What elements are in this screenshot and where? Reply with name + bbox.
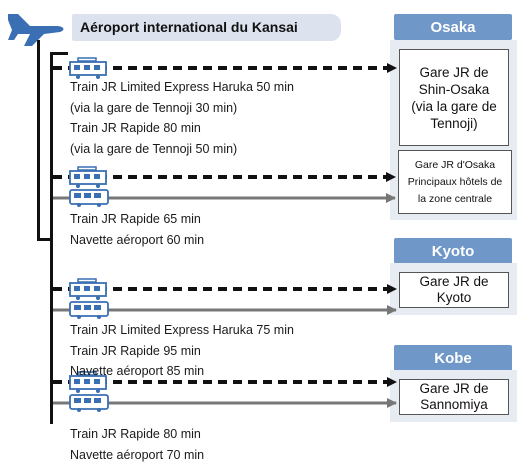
route-line: Train JR Rapide 95 min xyxy=(70,343,201,358)
route-line: Navette aéroport 85 min xyxy=(70,364,205,378)
trunk-vertical xyxy=(37,40,40,241)
city-header-osaka: Osaka xyxy=(394,14,512,40)
train-icon xyxy=(69,278,107,300)
dest-line: Gare JR d'Osaka xyxy=(414,158,496,171)
dest-line: Kyoto xyxy=(436,290,472,305)
dest-line: Tennoji) xyxy=(430,115,478,131)
branch-vertical xyxy=(50,52,53,424)
dest-line: Gare JR de xyxy=(419,64,489,80)
dest-line: Shin-Osaka xyxy=(418,81,490,97)
train-icon xyxy=(69,57,107,79)
dest-line: Principaux hôtels de xyxy=(407,175,503,188)
origin-name: Aéroport international du Kansai xyxy=(80,19,298,35)
dest-line: (via la gare de xyxy=(411,98,497,114)
origin-tab xyxy=(72,14,341,41)
branch-top xyxy=(50,52,68,55)
trunk-horizontal xyxy=(37,238,53,241)
route-line: (via la gare de Tennoji 50 min) xyxy=(70,141,238,156)
route-text-4: Train JR Rapide 80 min Navette aéroport … xyxy=(70,424,204,465)
route-line: (via la gare de Tennoji 30 min) xyxy=(70,100,238,115)
dest-line: la zone centrale xyxy=(417,192,493,205)
route-line: Train JR Limited Express Haruka 50 min xyxy=(70,80,294,94)
city-header-kyoto: Kyoto xyxy=(394,238,512,264)
dest-line: Sannomiya xyxy=(420,397,488,412)
train-icon xyxy=(69,371,107,393)
route-line: Navette aéroport 70 min xyxy=(70,447,205,462)
route-text-2: Train JR Rapide 65 min Navette aéroport … xyxy=(70,209,204,250)
dest-line: Gare JR de xyxy=(419,381,489,396)
airplane-icon xyxy=(4,4,68,48)
route-text-1: Train JR Limited Express Haruka 50 min (… xyxy=(70,77,294,159)
route-line: Train JR Limited Express Haruka 75 min xyxy=(70,323,294,337)
city-header-kobe: Kobe xyxy=(394,345,512,371)
route-line: Train JR Rapide 80 min xyxy=(70,427,201,441)
route-line: Train JR Rapide 80 min xyxy=(70,121,201,135)
bus-icon xyxy=(69,301,109,319)
route-text-3: Train JR Limited Express Haruka 75 min T… xyxy=(70,320,294,382)
bus-icon xyxy=(69,189,109,207)
route-line: Train JR Rapide 65 min xyxy=(70,212,201,226)
train-icon xyxy=(69,166,107,188)
bus-icon xyxy=(69,394,109,412)
route-line: Navette aéroport 60 min xyxy=(70,232,205,247)
dest-line: Gare JR de xyxy=(419,274,489,289)
